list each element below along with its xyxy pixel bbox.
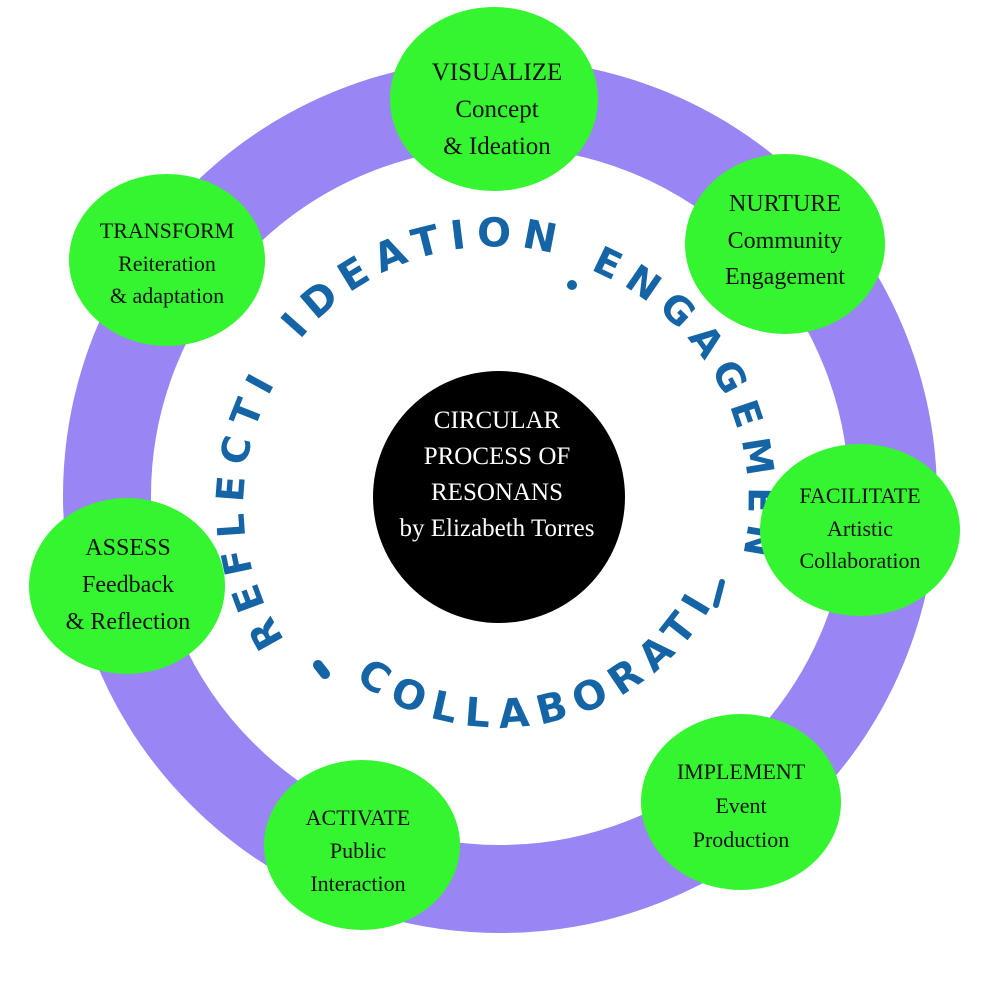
stage-circle [641,714,841,890]
stage-circle [760,444,960,616]
stage-nurture: NURTURE Community Engagement [685,154,885,334]
stage-title: NURTURE [729,191,841,217]
stage-line: Event [715,793,766,818]
stage-line: & Ideation [443,133,551,160]
separator-dot [567,280,577,290]
stage-title: TRANSFORM [100,218,234,243]
separator-dash [713,579,725,608]
stage-line: Artistic [827,516,893,541]
stage-circle [264,760,460,930]
stage-circle [390,7,598,191]
center-title-line-1: CIRCULAR [434,407,561,434]
stage-line: Feedback [82,572,174,598]
stage-title: VISUALIZE [432,59,563,86]
stage-title: ACTIVATE [306,805,411,830]
stage-assess: ASSESS Feedback & Reflection [29,498,225,674]
stage-title: ASSESS [85,535,170,561]
center-author: by Elizabeth Torres [400,515,595,542]
stage-facilitate: FACILITATE Artistic Collaboration [760,444,960,616]
center-title-node: CIRCULAR PROCESS OF RESONANS by Elizabet… [373,371,625,623]
stage-line: Collaboration [800,548,921,573]
stage-transform: TRANSFORM Reiteration & adaptation [69,174,265,346]
center-circle [373,371,625,623]
stage-line: Engagement [725,264,845,290]
center-title-line-2: PROCESS OF [424,443,571,470]
stage-line: Reiteration [118,251,216,276]
separator-dot [313,660,330,679]
inner-word-ideation: IDEATION [273,210,571,346]
stage-line: & adaptation [110,283,224,308]
stage-visualize: VISUALIZE Concept & Ideation [390,7,598,191]
stage-title: IMPLEMENT [677,759,806,784]
stage-activate: ACTIVATE Public Interaction [264,760,460,930]
stage-line: Community [728,228,843,254]
stage-line: Production [693,827,790,852]
center-title-line-3: RESONANS [431,479,563,506]
stage-line: Public [330,838,386,863]
stage-circle [69,174,265,346]
stage-implement: IMPLEMENT Event Production [641,714,841,890]
stage-circle [685,154,885,334]
stage-title: FACILITATE [799,483,920,508]
stage-line: Interaction [310,871,405,896]
stage-line: Concept [455,96,538,123]
stage-line: & Reflection [66,609,191,635]
stage-circle [29,498,225,674]
